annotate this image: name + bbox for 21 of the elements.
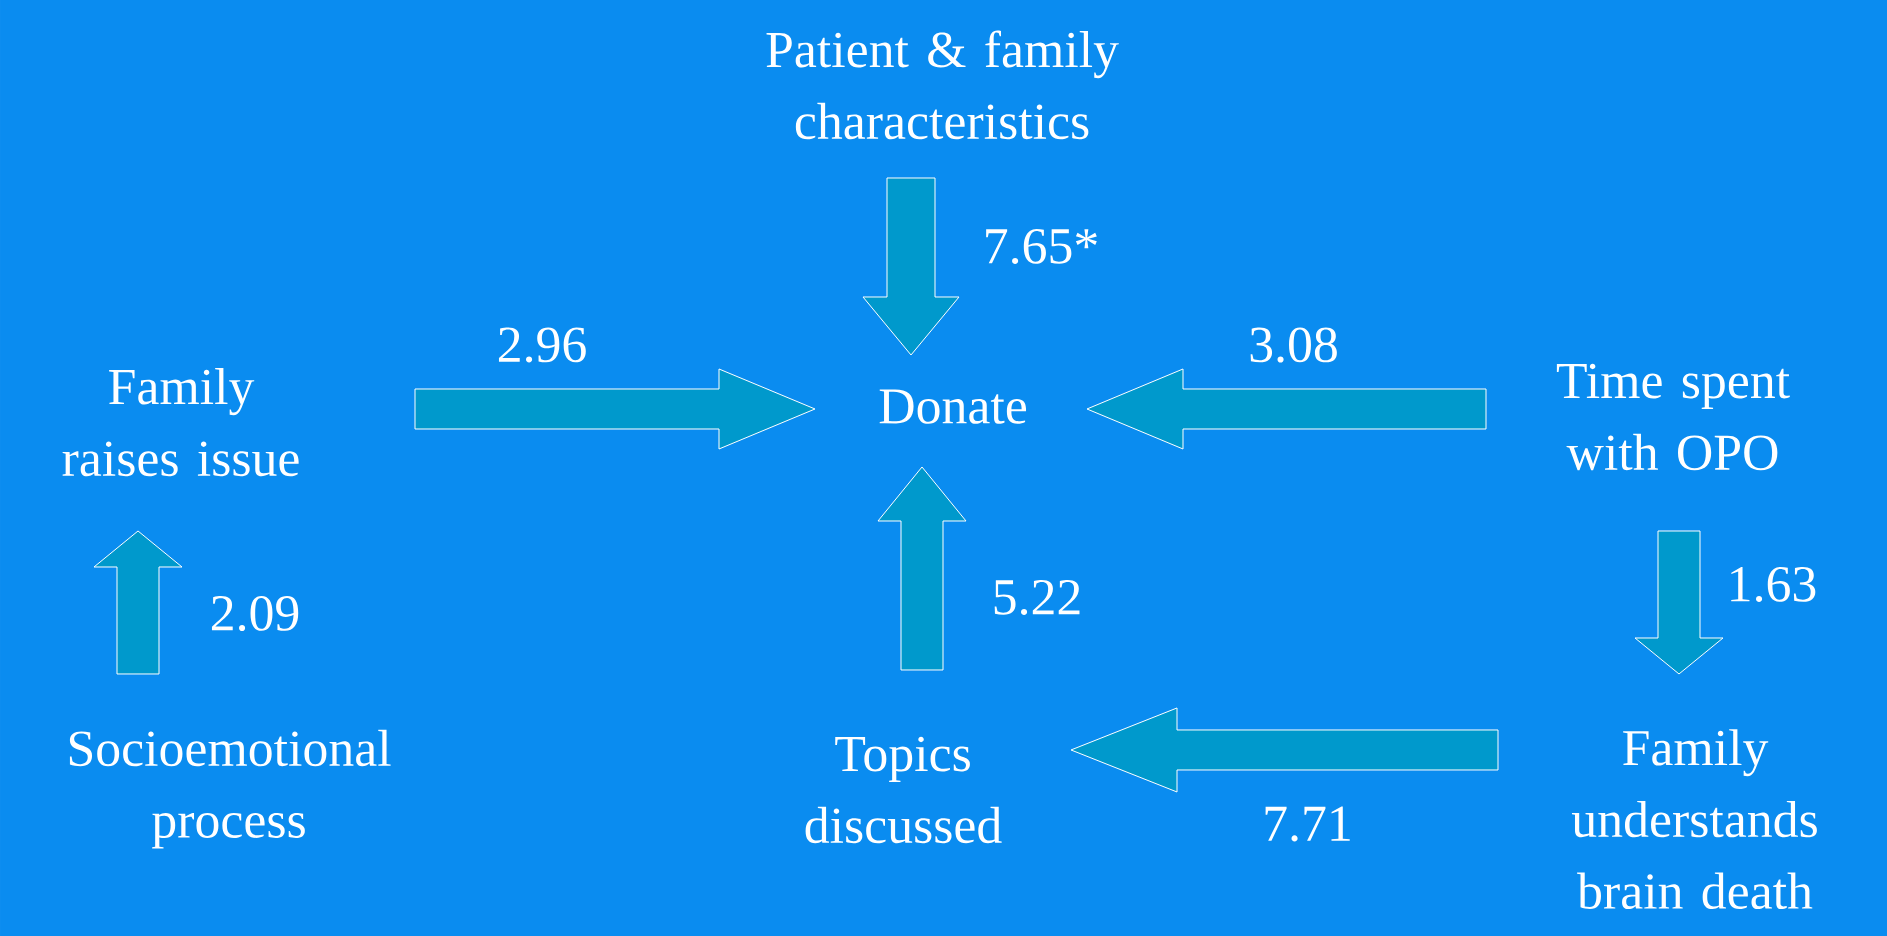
edge-label: 7.65* (986, 228, 1097, 264)
edge-label: 1.63 (1731, 566, 1816, 602)
factor-label: Topics discussed (805, 736, 1002, 844)
factor-label: Donate (879, 389, 1027, 424)
edge-label: 2.09 (211, 595, 299, 632)
factor-label: Patient & family characteristics (766, 30, 1119, 140)
factor-label: Time spent with OPO (1556, 363, 1790, 471)
factor-label: Socioemotional process (69, 729, 391, 849)
factor-label: Family understands brain death (1571, 729, 1817, 910)
edge-label: 3.08 (1250, 327, 1337, 363)
block-arrow (93, 530, 183, 675)
block-arrow (862, 177, 960, 356)
edge-label: 7.71 (1265, 806, 1350, 842)
block-arrow (1086, 368, 1487, 450)
block-arrow (1070, 707, 1499, 793)
edge-label: 2.96 (498, 327, 586, 363)
block-arrow (414, 368, 816, 450)
block-arrow (877, 466, 967, 671)
block-arrow (1634, 530, 1724, 675)
edge-label: 5.22 (994, 579, 1080, 615)
factor-label: Family raises issue (62, 368, 299, 477)
